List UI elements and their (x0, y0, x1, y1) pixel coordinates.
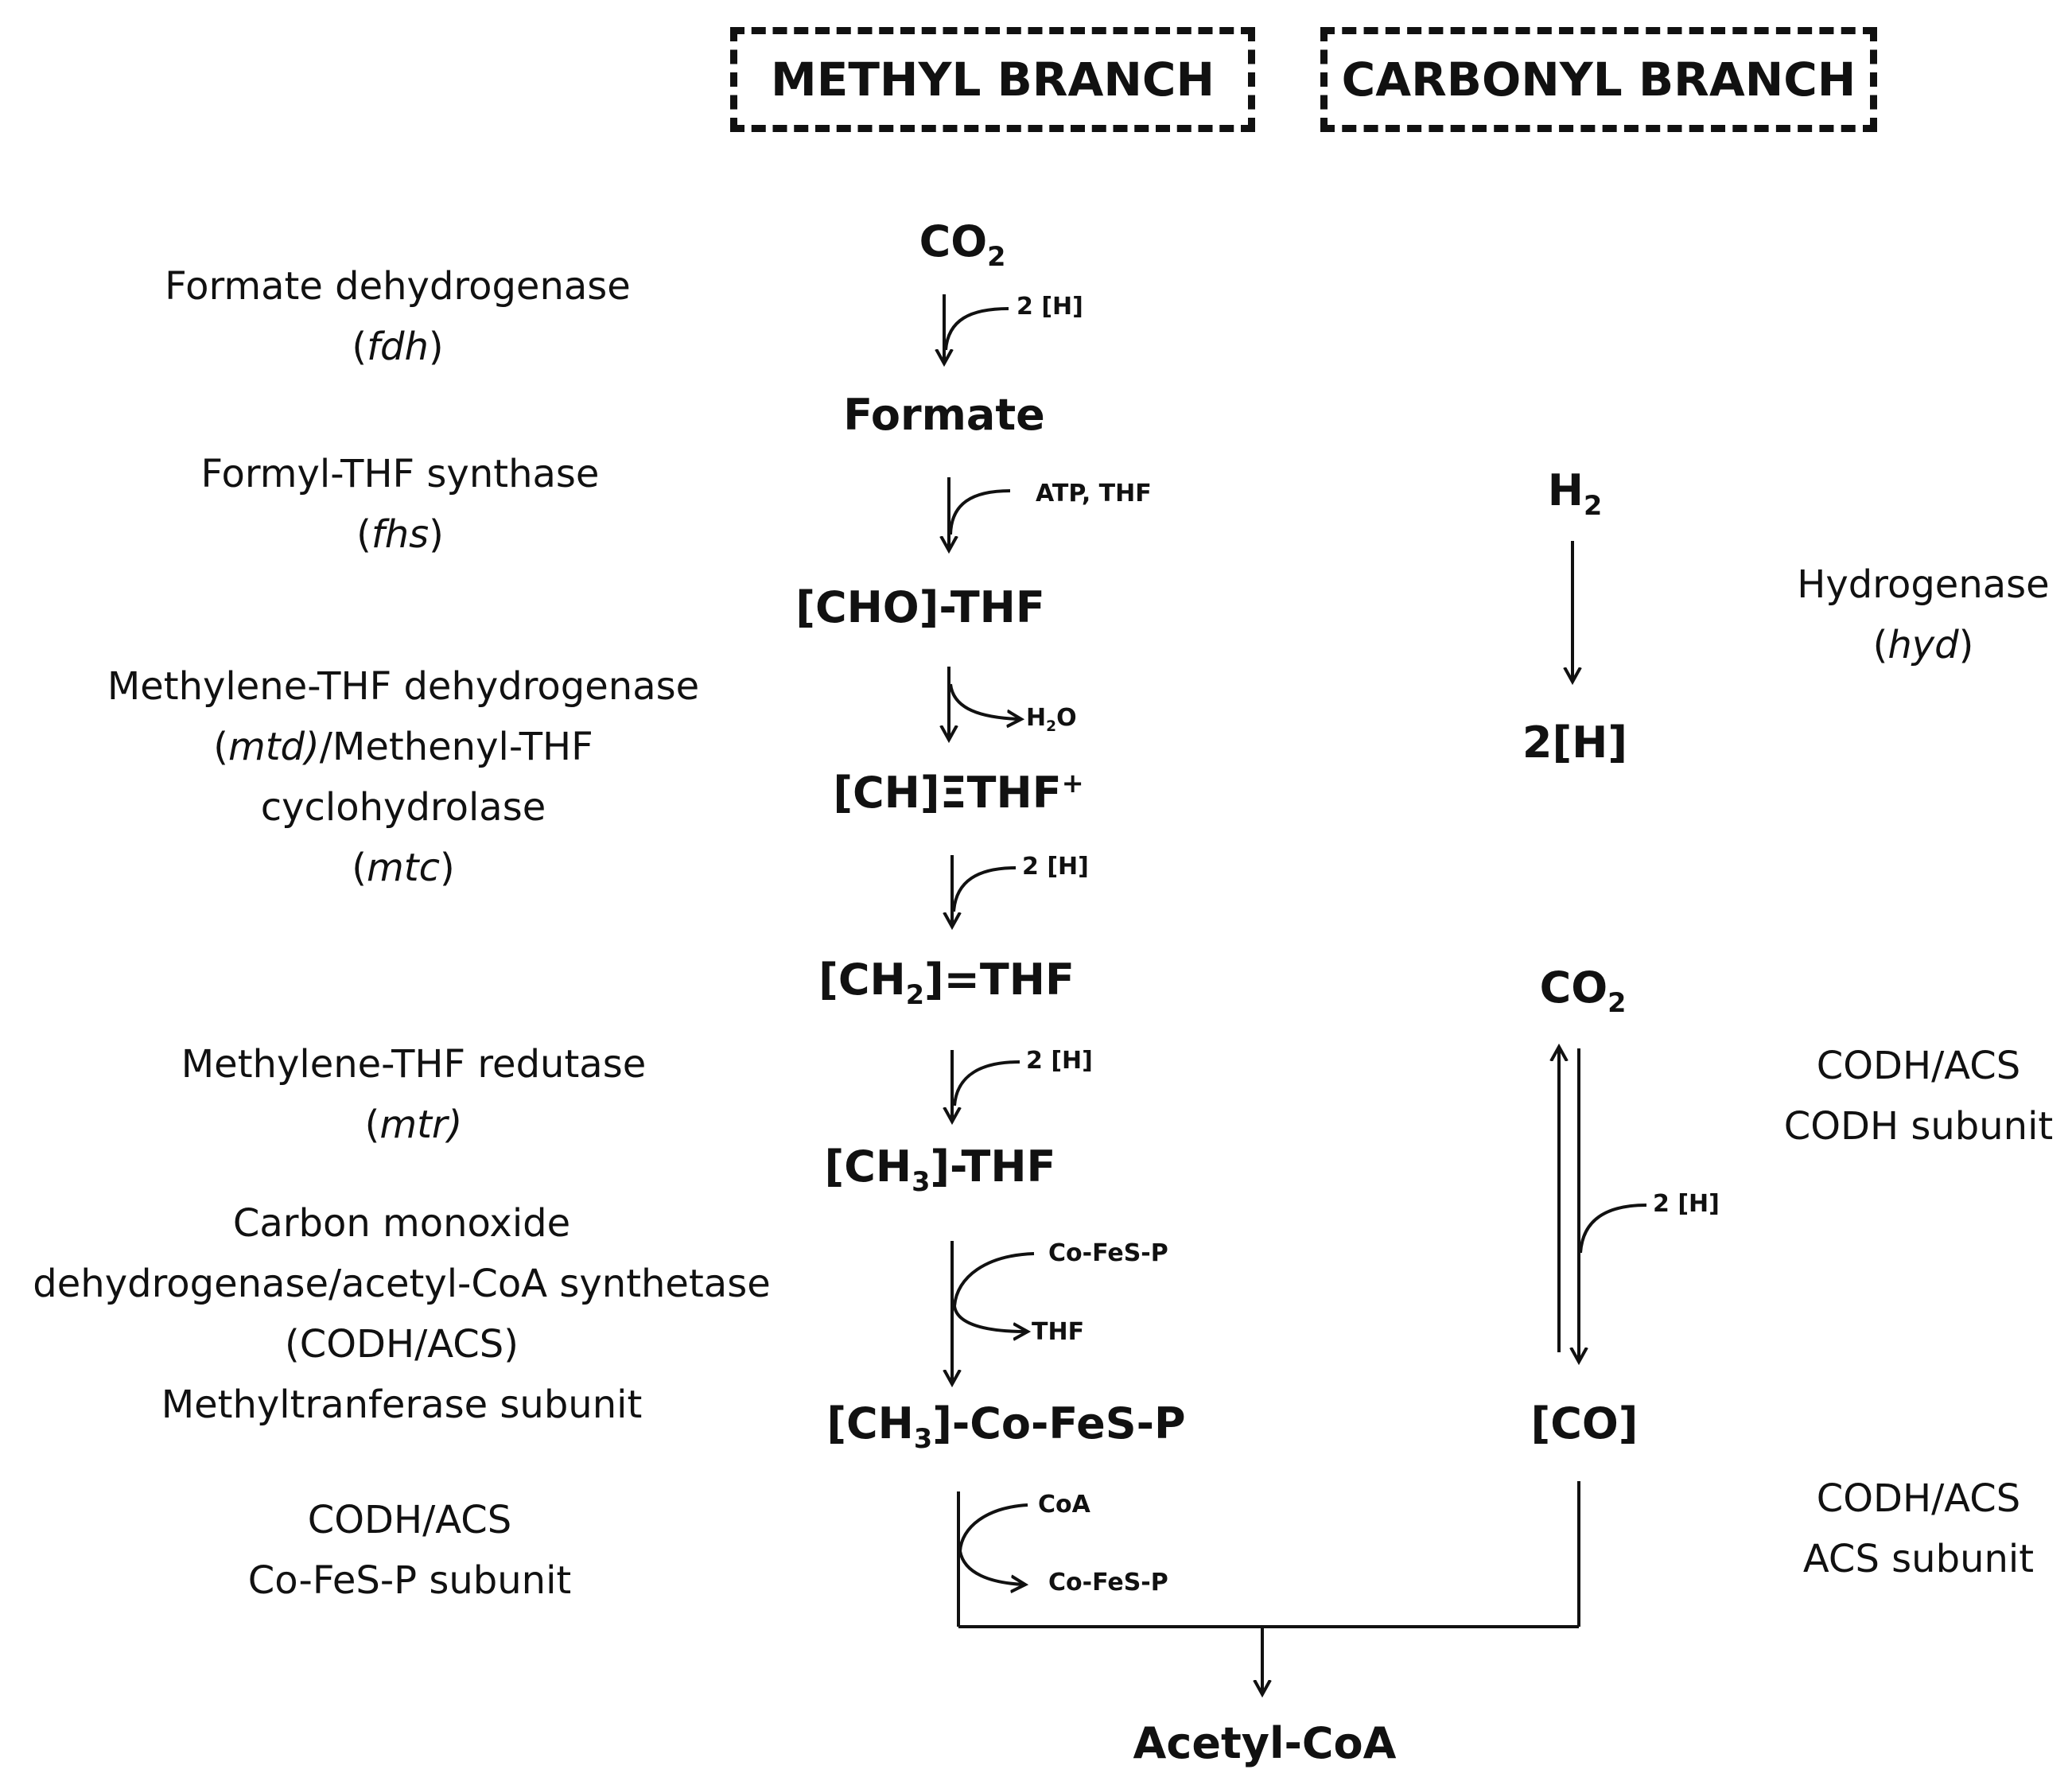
enzyme-hyd: Hydrogenase (hyd) (1797, 562, 2050, 667)
compound-co2-methyl: CO2 (919, 216, 1006, 272)
cofactor-curve-6 (952, 1252, 1035, 1332)
enzyme-codh-acs-methyltransferase: Carbon monoxide dehydrogenase/acetyl-CoA… (33, 1201, 771, 1427)
compound-ch2-thf: [CH2]=THF (818, 955, 1075, 1010)
compound-acetyl-coa: Acetyl-CoA (1133, 1718, 1397, 1768)
cofactor-co-fes-p-in: Co-FeS-P (1048, 1239, 1168, 1267)
cofactor-thf-out: THF (1032, 1318, 1085, 1346)
compound-ch3-co-fes-p: [CH3]-Co-FeS-P (826, 1398, 1186, 1454)
gene-fdh: fdh (367, 325, 429, 369)
gene-mtr: mtr) (379, 1102, 463, 1147)
cofactor-2h-step5: 2 [H] (1026, 1047, 1093, 1075)
cofactor-curve-7 (958, 1503, 1028, 1585)
cofactor-curve-5 (953, 1060, 1020, 1106)
gene-mtd: mtd) (227, 725, 320, 769)
compound-co: [CO] (1530, 1398, 1639, 1449)
compound-ch3-thf: [CH3]-THF (824, 1141, 1056, 1197)
cofactor-coa: CoA (1038, 1491, 1090, 1519)
cofactor-curve-4 (952, 866, 1017, 912)
gene-mtc: mtc (367, 846, 440, 890)
compound-formate: Formate (843, 390, 1045, 440)
cofactor-h2o: H2O (1026, 704, 1077, 735)
methyl-branch-label: METHYL BRANCH (771, 52, 1215, 107)
cofactor-curve-carbonyl (1579, 1204, 1647, 1254)
cofactor-co-fes-p-out: Co-FeS-P (1048, 1569, 1168, 1596)
carbonyl-branch-label: CARBONYL BRANCH (1341, 52, 1856, 107)
cofactor-curve-1 (944, 307, 1009, 351)
enzyme-fhs: Formyl-THF synthase (fhs) (200, 452, 600, 557)
compound-h2: H2 (1547, 465, 1603, 521)
cofactor-2h-step1: 2 [H] (1017, 293, 1083, 321)
enzyme-codh-subunit: CODH/ACS CODH subunit (1783, 1044, 2054, 1149)
enzyme-codh-acs-cofes: CODH/ACS Co-FeS-P subunit (247, 1498, 572, 1603)
cofactor-curve-2 (949, 489, 1011, 535)
gene-hyd: hyd (1887, 623, 1959, 667)
cofactor-2h-carbonyl: 2 [H] (1653, 1190, 1720, 1218)
enzyme-mtd-mtc: Methylene-THF dehydrogenase (mtd)/Methen… (107, 664, 700, 890)
compound-2h: 2[H] (1522, 718, 1628, 768)
gene-fhs: fhs (371, 512, 430, 557)
enzyme-acs-subunit: CODH/ACS ACS subunit (1802, 1476, 2035, 1581)
compound-ch-thf: [CH]ΞTHF+ (833, 768, 1084, 818)
cofactor-atp-thf: ATP, THF (1036, 480, 1152, 508)
enzyme-mtr: Methylene-THF redutase (mtr) (181, 1042, 647, 1147)
cofactor-curve-3 (949, 683, 1020, 719)
compound-co2-carbonyl: CO2 (1539, 962, 1627, 1018)
methyl-branch-header: METHYL BRANCH (730, 27, 1255, 132)
carbonyl-branch-header: CARBONYL BRANCH (1320, 27, 1877, 132)
cofactor-2h-step4: 2 [H] (1022, 853, 1089, 881)
compound-cho-thf: [CHO]-THF (795, 582, 1045, 632)
enzyme-fdh: Formate dehydrogenase (fdh) (165, 264, 631, 369)
